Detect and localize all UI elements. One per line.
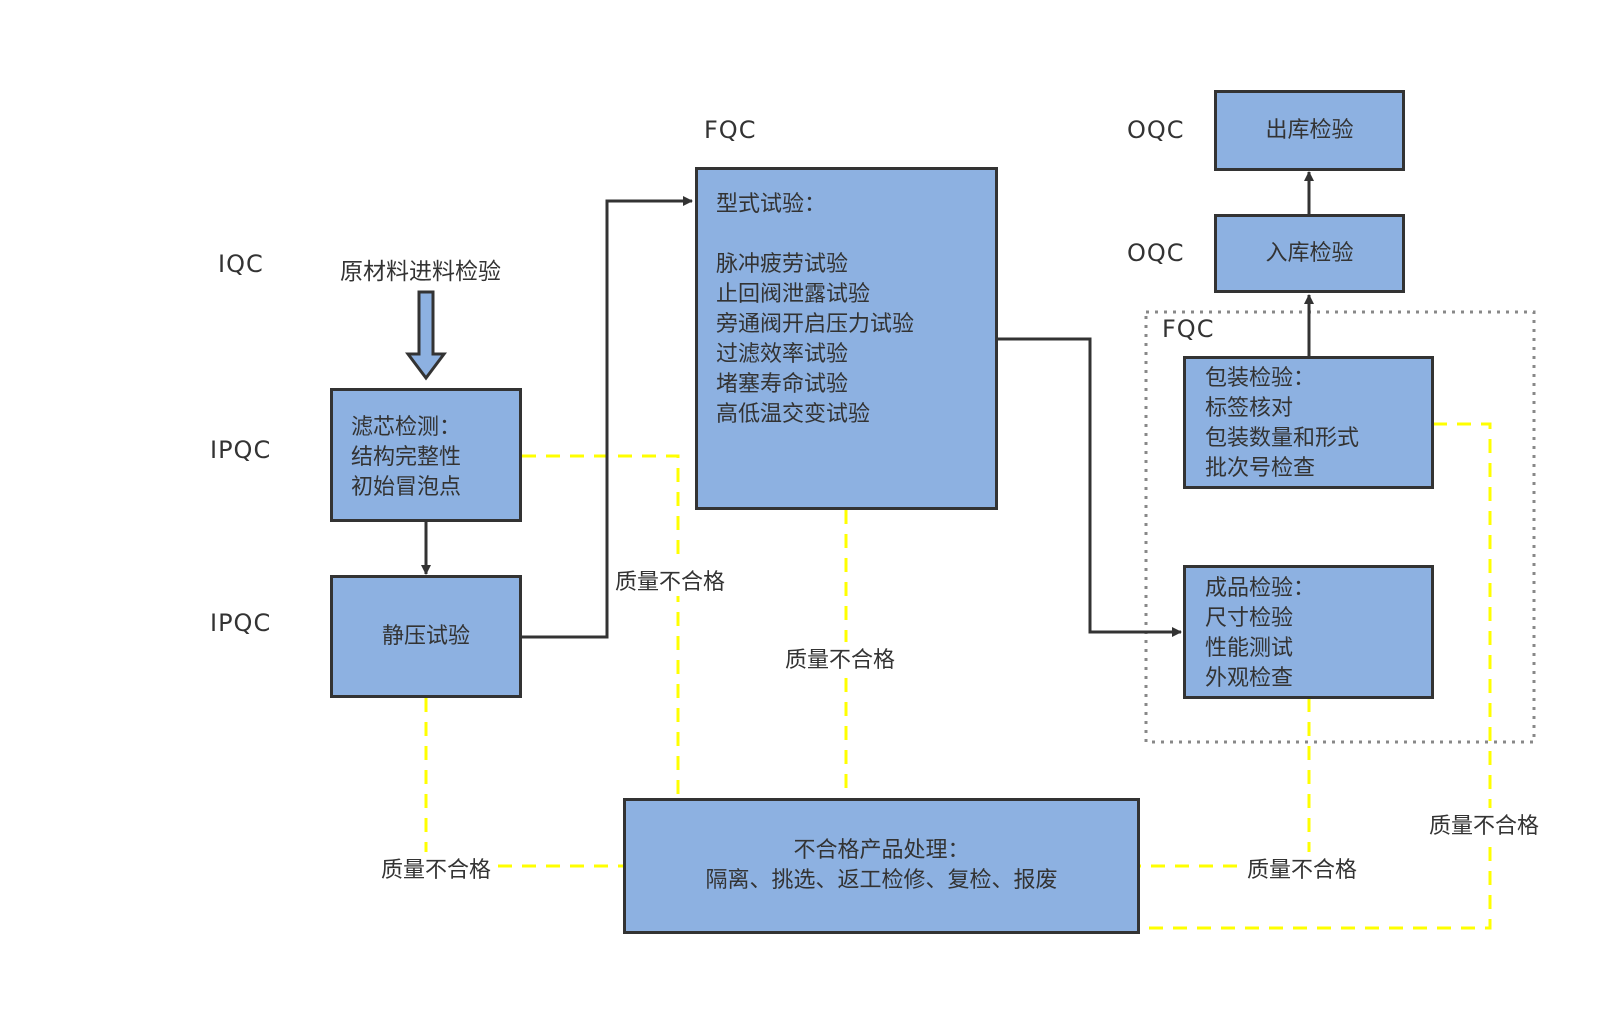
node-nonconforming-handling[interactable]: 不合格产品处理： 隔离、挑选、返工检修、复检、报废 [623,798,1140,934]
node-line: 静压试验 [381,623,470,649]
lane-label-iqc: IQC [218,250,264,278]
reject-line-static [424,698,624,868]
node-line: 高低温交变试验 [716,402,871,427]
node-line: 性能测试 [1205,636,1294,661]
node-line: 外观检查 [1205,666,1294,691]
node-line: 堵塞寿命试验 [716,372,849,397]
node-line: 型式试验： [716,192,827,217]
reject-label-filter: 质量不合格 [614,564,727,596]
lane-label-ipqc-static: IPQC [210,609,272,637]
lane-label-fqc-group: FQC [1162,315,1215,343]
fqc-group-border [1144,310,1536,744]
reject-line-filter [522,454,680,802]
node-line: 止回阀泄露试验 [716,282,871,307]
lane-label-ipqc-filter: IPQC [210,436,272,464]
node-filter-check[interactable]: 滤芯检测： 结构完整性 初始冒泡点 [330,388,522,522]
node-line: 包装数量和形式 [1205,426,1360,451]
node-line: 过滤效率试验 [716,342,849,367]
node-line: 包装检验： [1205,366,1316,391]
node-packaging-inspection[interactable]: 包装检验： 标签核对 包装数量和形式 批次号检查 [1183,356,1434,489]
node-finished-product-inspection[interactable]: 成品检验： 尺寸检验 性能测试 外观检查 [1183,565,1434,699]
node-line: 批次号检查 [1205,456,1316,481]
node-line: 尺寸检验 [1205,606,1294,631]
reject-label-static: 质量不合格 [380,852,493,884]
lane-label-oqc-outbound: OQC [1127,116,1185,144]
reject-label-finished: 质量不合格 [1246,852,1359,884]
node-static-pressure-test[interactable]: 静压试验 [330,575,522,698]
node-line: 出库检验 [1265,117,1354,143]
node-type-test[interactable]: 型式试验： 脉冲疲劳试验 止回阀泄露试验 旁通阀开启压力试验 过滤效率试验 堵塞… [695,167,998,510]
reject-label-type-test: 质量不合格 [784,642,897,674]
node-line [716,220,995,250]
node-line: 旁通阀开启压力试验 [716,312,915,337]
node-line: 滤芯检测： [351,415,462,440]
node-line: 成品检验： [1205,576,1316,601]
reject-label-packaging: 质量不合格 [1428,808,1541,840]
node-line: 结构完整性 [351,445,462,470]
edge-static-to-type-test [522,196,693,639]
lane-label-oqc-inbound: OQC [1127,239,1185,267]
node-outbound-inspection[interactable]: 出库检验 [1214,90,1405,171]
node-inbound-inspection[interactable]: 入库检验 [1214,214,1405,293]
hollow-down-arrow-icon [405,290,447,381]
node-line: 入库检验 [1265,240,1354,266]
reject-line-packaging [1140,422,1492,930]
edge-type-test-to-finished [997,337,1182,637]
node-line: 隔离、挑选、返工检修、复检、报废 [705,868,1058,893]
reject-line-finished [1140,698,1311,868]
node-line: 初始冒泡点 [351,475,462,500]
node-line: 标签核对 [1205,396,1294,421]
node-line: 不合格产品处理： [793,838,970,863]
node-line: 脉冲疲劳试验 [716,252,849,277]
lane-label-fqc-type-test: FQC [704,116,757,144]
raw-material-inspection-label: 原材料进料检验 [340,259,501,285]
